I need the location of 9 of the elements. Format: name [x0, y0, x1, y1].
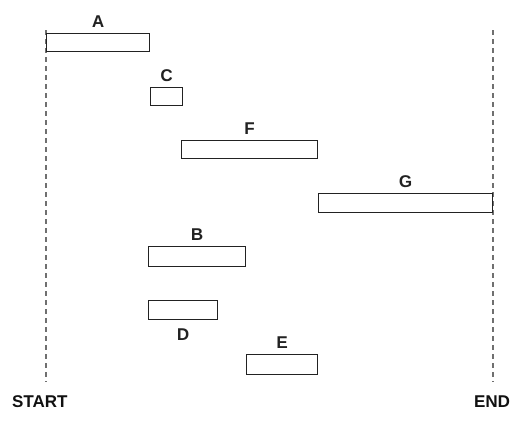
task-label: C [160, 67, 173, 85]
task-label: E [276, 334, 288, 352]
task-label: D [176, 326, 190, 344]
task-label: G [398, 173, 412, 191]
end-label: END [474, 392, 510, 412]
task-label: B [190, 226, 204, 244]
task-label: F [244, 120, 255, 138]
task-label: A [92, 13, 104, 31]
start-label: START [12, 392, 68, 412]
